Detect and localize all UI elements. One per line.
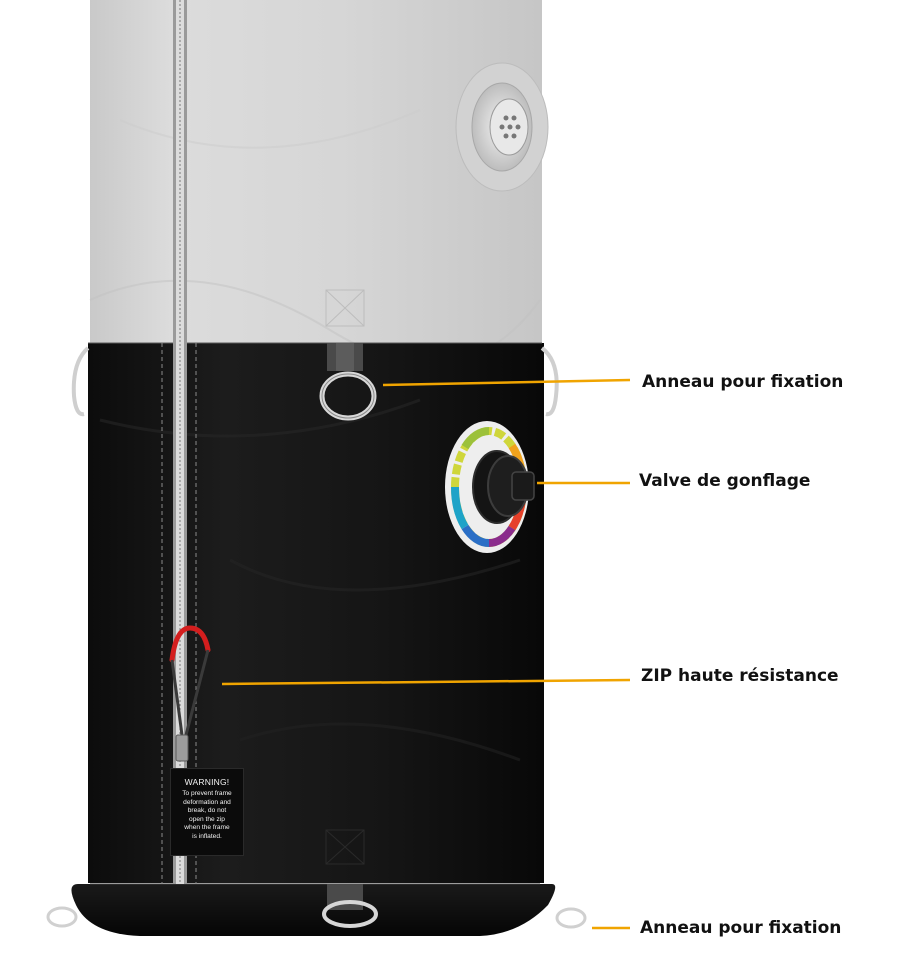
grey-upper-tube: [89, 0, 542, 365]
side-ring-left: [71, 346, 90, 417]
d-ring-bottom: [322, 884, 378, 928]
callout-line-ring-top: [382, 378, 631, 387]
zipper-pull: [169, 625, 211, 762]
corner-ring-left: [46, 906, 78, 928]
warning-title: WARNING!: [184, 777, 230, 787]
d-ring-top: [319, 343, 377, 421]
label-ring-top: Anneau pour fixation: [642, 372, 844, 392]
label-inflation-valve: Valve de gonflage: [639, 471, 811, 491]
warning-text: To prevent frame deformation and break, …: [182, 790, 232, 840]
corner-ring-right: [555, 907, 587, 929]
pressure-relief-valve: [455, 62, 549, 192]
warning-tag: WARNING! To prevent frame deformation an…: [170, 768, 244, 856]
side-ring-right: [540, 346, 559, 417]
inflation-valve: [445, 421, 535, 553]
base-cushion: [71, 883, 556, 936]
label-ring-bottom: Anneau pour fixation: [640, 918, 842, 938]
label-zip: ZIP haute résistance: [641, 666, 839, 686]
callout-lines: [221, 378, 631, 930]
callout-line-zip: [221, 678, 631, 686]
